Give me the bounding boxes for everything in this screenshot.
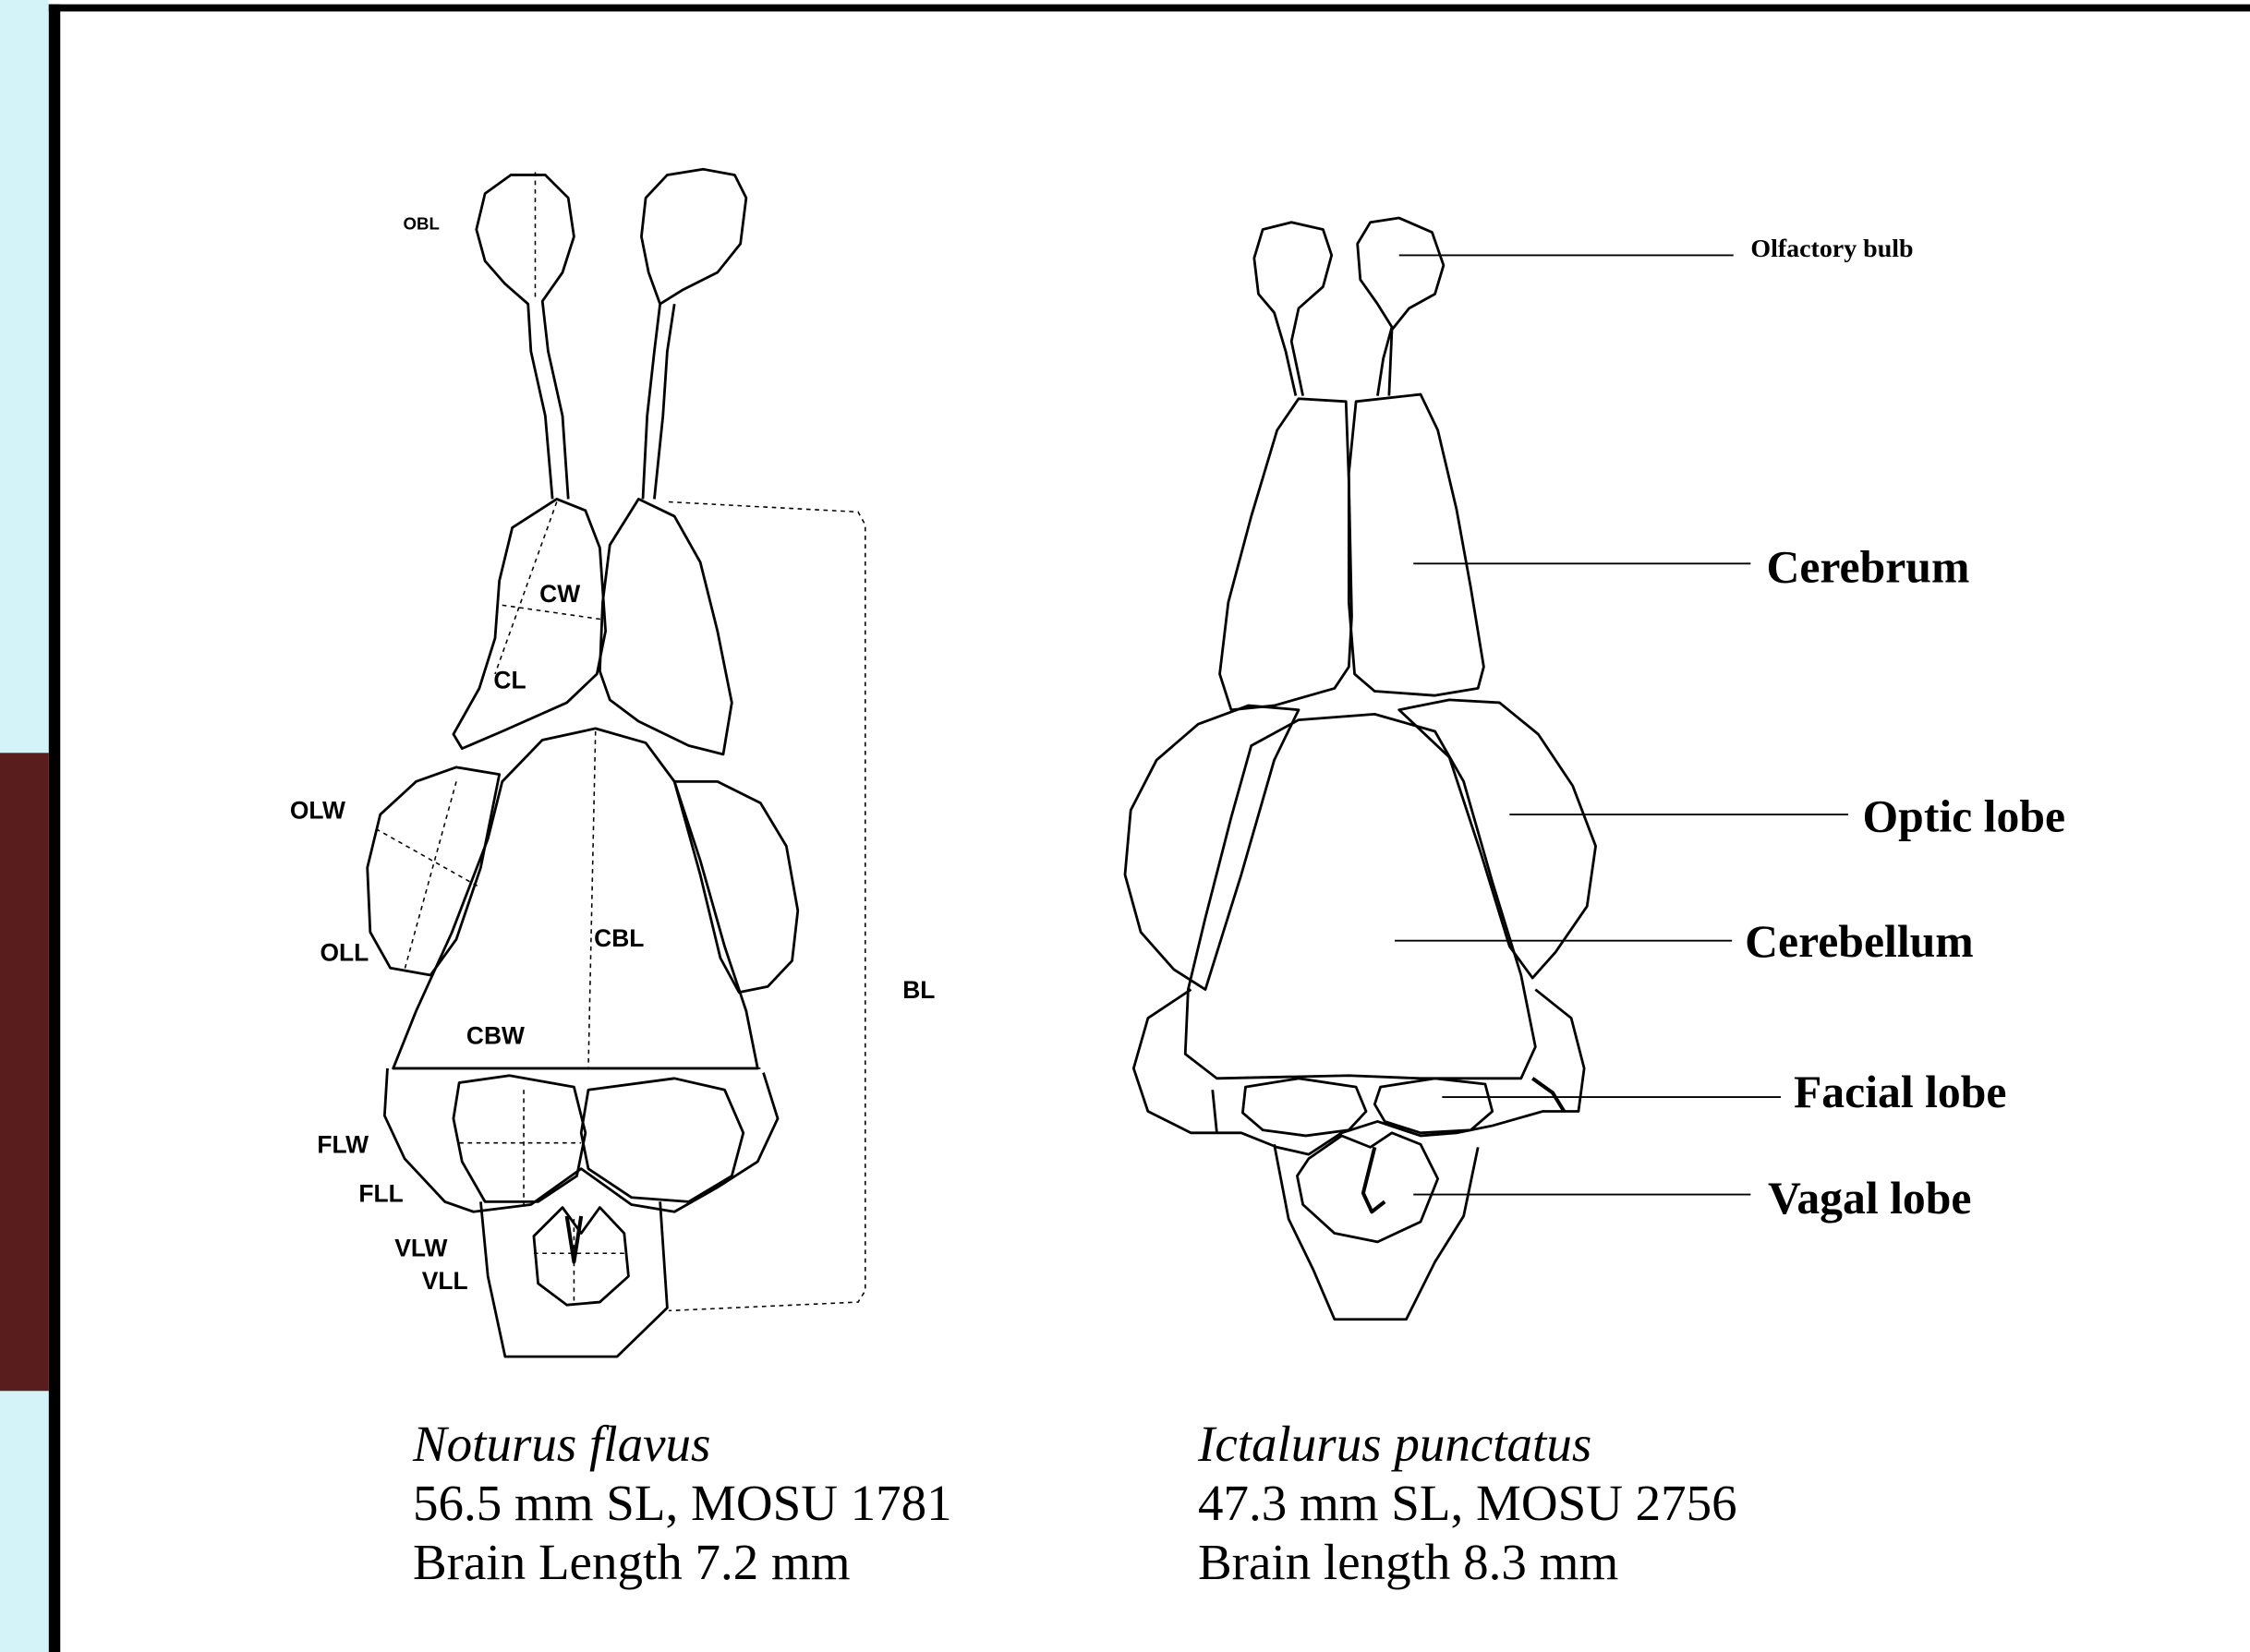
label-bl: BL [902,976,935,1004]
left-optic-lobe-right [674,781,798,992]
left-brain-diagram [368,169,798,1357]
right-species-name: Ictalurus punctatus [1198,1415,1737,1474]
label-cw: CW [539,580,580,608]
left-measurement-guides [376,172,865,1310]
right-facial-lobe-left [1242,1079,1366,1136]
left-measurement-labels: OBL CW CL OLW OLL CBL CBW FLW FLL VLW VL… [290,213,936,1295]
label-vll: VLL [422,1267,468,1295]
right-optic-lobe-left [1125,705,1299,989]
label-cl: CL [493,666,526,693]
label-cerebellum: Cerebellum [1745,916,1974,967]
left-cerebrum-left [454,499,606,748]
label-flw: FLW [317,1131,369,1159]
left-caption: Noturus flavus 56.5 mm SL, MOSU 1781 Bra… [413,1415,952,1592]
right-olfactory-bulb-left [1254,223,1332,396]
left-olfactory-bulb-right [641,169,745,499]
right-leader-lines [1395,255,1848,1194]
right-optic-lobe-right [1399,700,1596,978]
right-cerebellum [1185,714,1535,1078]
label-fll: FLL [358,1179,403,1207]
right-facial-region-outline [1133,990,1584,1155]
frame-top-border [49,5,2250,12]
left-edge-strip-top [0,0,49,753]
left-olfactory-bulb-left [477,175,575,499]
left-brain-length: Brain Length 7.2 mm [413,1533,952,1592]
right-olfactory-bulb-right [1358,218,1444,396]
label-cbl: CBL [594,924,644,952]
right-facial-lobe-right [1374,1079,1492,1133]
left-cerebrum-right [599,499,732,754]
left-facial-lobe-right [581,1079,744,1202]
label-facial-lobe: Facial lobe [1794,1067,2007,1117]
left-facial-lobe-left [454,1076,586,1202]
left-edge-strip-middle [0,753,49,1391]
right-caption: Ictalurus punctatus 47.3 mm SL, MOSU 275… [1198,1415,1737,1592]
left-species-name: Noturus flavus [413,1415,952,1474]
frame-left-border [49,5,60,1652]
left-specimen-info: 56.5 mm SL, MOSU 1781 [413,1474,952,1533]
right-cerebrum-right [1349,394,1483,695]
right-specimen-info: 47.3 mm SL, MOSU 2756 [1198,1474,1737,1533]
right-part-labels: Olfactory bulb Cerebrum Optic lobe Cereb… [1745,235,2065,1224]
left-cerebellum [393,729,758,1068]
label-cerebrum: Cerebrum [1766,542,1969,593]
label-oll: OLL [320,938,369,966]
label-olfactory-bulb: Olfactory bulb [1750,235,1913,263]
label-olw: OLW [290,797,345,825]
left-edge-strip-bottom [0,1391,49,1652]
label-optic-lobe: Optic lobe [1863,791,2065,842]
left-facial-region-outline [384,1068,778,1212]
right-brain-length: Brain length 8.3 mm [1198,1533,1737,1592]
right-brain-diagram [1125,218,1596,1320]
right-cerebrum-left [1220,399,1352,710]
label-obl: OBL [404,213,440,233]
label-vlw: VLW [394,1234,447,1261]
label-vagal-lobe: Vagal lobe [1768,1173,1971,1224]
right-medulla [1275,1144,1479,1319]
left-optic-lobe-left [368,767,500,975]
label-cbw: CBW [466,1022,525,1050]
